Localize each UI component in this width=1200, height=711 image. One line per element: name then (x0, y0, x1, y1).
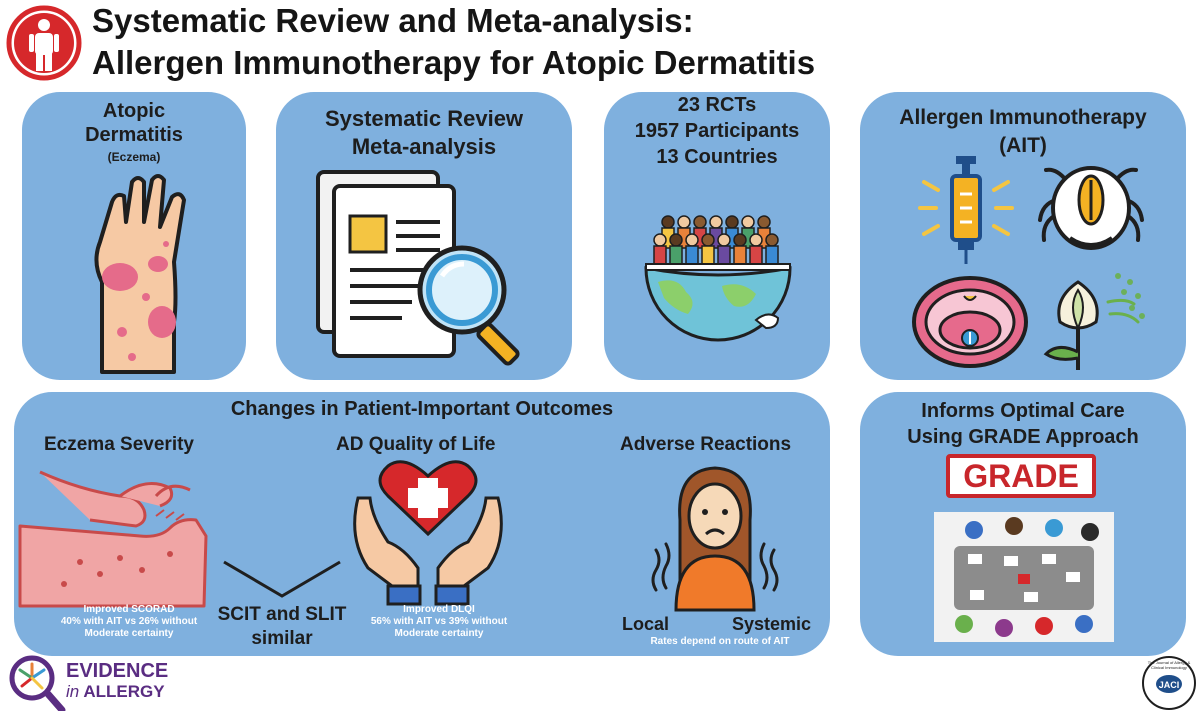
grade-title-line-2: Using GRADE Approach (907, 426, 1139, 448)
logo-line-2: in ALLERGY (66, 682, 165, 702)
comparison-bracket (223, 560, 341, 598)
panel-title-line-3: 13 Countries (656, 146, 778, 168)
panel-atopic-dermatitis: Atopic Dermatitis (Eczema) (22, 92, 246, 380)
panel-systematic-review: Systematic Review Meta-analysis (276, 92, 572, 380)
panel-subtitle: (Eczema) (107, 150, 161, 164)
adverse-heading: Adverse Reactions (620, 434, 792, 455)
jaci-badge: JACI (1156, 675, 1182, 693)
panel-title-line-2: (AIT) (999, 134, 1047, 157)
qol-heading: AD Quality of Life (336, 434, 496, 455)
documents-magnifier-icon (316, 170, 520, 366)
panel-title-line-1: Allergen Immunotherapy (899, 106, 1147, 129)
syringe-icon (918, 156, 1014, 264)
evidence-logo-icon (9, 655, 66, 711)
worried-person-icon (651, 466, 779, 612)
adverse-systemic: Systemic (732, 614, 812, 634)
panel-title-line-1: 23 RCTs (677, 94, 757, 116)
crowd-globe-icon (644, 215, 792, 342)
mouth-tablet-icon (912, 276, 1028, 368)
logo-line-1: EVIDENCE (66, 660, 169, 682)
panel-outcomes: Changes in Patient-Important Outcomes Ec… (14, 392, 830, 656)
meeting-table-icon (934, 512, 1114, 642)
panel-title-line-2: 1957 Participants (634, 120, 800, 142)
page-title-line-1: Systematic Review and Meta-analysis: (92, 2, 694, 39)
dust-mite-icon (1038, 166, 1144, 250)
qol-note-3: Moderate certainty (394, 628, 484, 639)
qol-note-1: Improved DLQI (403, 604, 475, 615)
rash-arm-icon (94, 174, 186, 374)
grade-title-line-1: Informs Optimal Care (921, 400, 1125, 422)
logo-line-2-allergy: ALLERGY (83, 682, 165, 701)
outcomes-title: Changes in Patient-Important Outcomes (230, 398, 614, 420)
eczema-note-3: Moderate certainty (84, 628, 174, 639)
jaci-logo: The Journal of Allergy & Clinical Immuno… (1142, 656, 1196, 710)
panel-grade: Informs Optimal Care Using GRADE Approac… (860, 392, 1186, 656)
panel-title-line-2: Dermatitis (85, 124, 183, 146)
eczema-note-2: 40% with AIT vs 26% without (60, 616, 198, 627)
adverse-note: Rates depend on route of AIT (650, 636, 790, 647)
plant-pollen-icon (1043, 273, 1145, 370)
page-title-line-2: Allergen Immunotherapy for Atopic Dermat… (92, 44, 816, 81)
comparison-line-1: SCIT and SLIT (217, 604, 347, 625)
jaci-badge-text: JACI (1158, 680, 1180, 690)
panel-rcts: 23 RCTs 1957 Participants 13 Countries (604, 92, 830, 380)
panel-title-line-2: Meta-analysis (351, 134, 497, 159)
panel-title-line-1: Systematic Review (324, 106, 524, 131)
person-icon (6, 5, 82, 81)
panel-title-line-1: Atopic (102, 100, 166, 122)
jaci-ring-text: The Journal of Allergy & Clinical Immuno… (1147, 660, 1191, 670)
logo-line-2-in: in (66, 682, 80, 701)
eczema-heading: Eczema Severity (44, 434, 194, 455)
qol-note-2: 56% with AIT vs 39% without (370, 616, 508, 627)
comparison-line-2: similar (251, 628, 313, 649)
adverse-local: Local (622, 614, 670, 634)
grade-badge: GRADE (946, 454, 1096, 498)
scratching-hand-icon (18, 470, 208, 608)
eczema-note-1: Improved SCORAD (83, 604, 175, 615)
panel-ait: Allergen Immunotherapy (AIT) (860, 92, 1186, 380)
grade-badge-text: GRADE (963, 458, 1079, 494)
hands-heart-icon (353, 460, 503, 606)
